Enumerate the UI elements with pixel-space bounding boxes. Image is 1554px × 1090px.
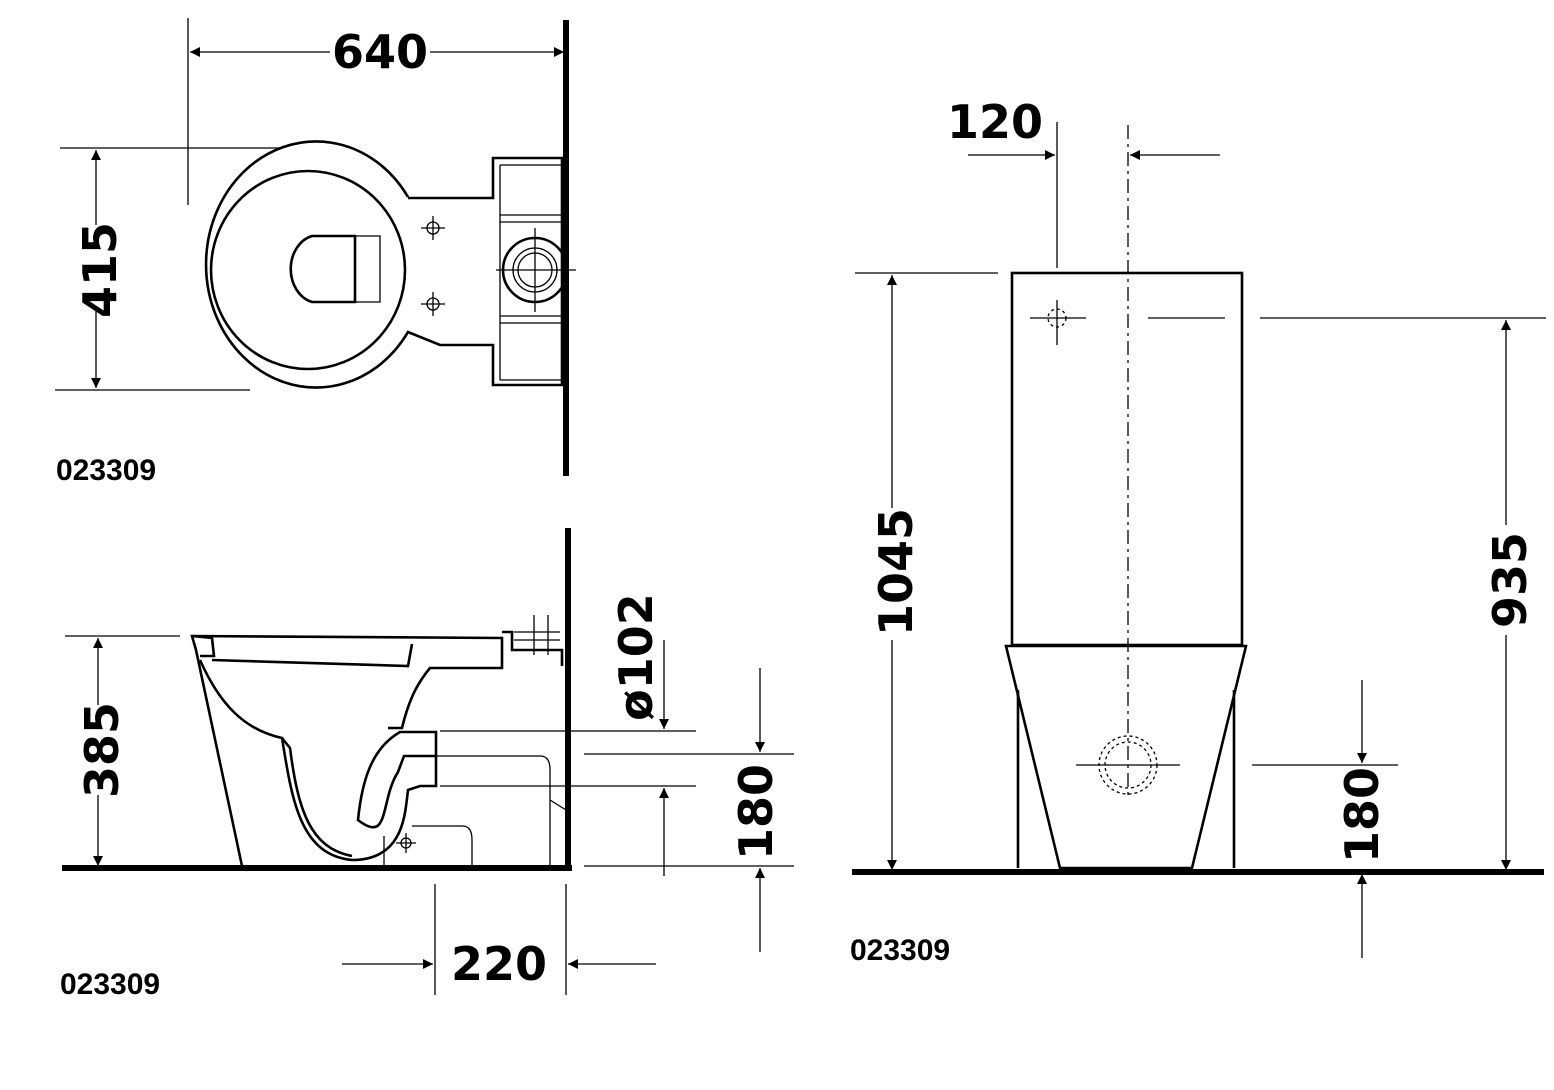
bowl-body — [190, 634, 504, 867]
front-view: 120 1045 935 180 023309 — [850, 95, 1546, 967]
dimension-depth-415: 415 — [73, 222, 127, 318]
trap-outline — [198, 659, 438, 862]
dimension-diameter-102: ø102 — [609, 593, 663, 721]
top-view: 640 415 023309 — [55, 18, 576, 487]
article-code: 023309 — [60, 968, 160, 1001]
dimension-height-385: 385 — [75, 702, 129, 798]
bowl-opening-flange — [355, 235, 381, 303]
dimension-offset-120: 120 — [947, 95, 1043, 149]
dimension-offset-220: 220 — [451, 937, 547, 991]
dimension-height-1045: 1045 — [869, 508, 923, 636]
side-view: 385 ø102 180 — [60, 528, 794, 1001]
article-code: 023309 — [56, 454, 156, 487]
article-code: 023309 — [850, 934, 950, 967]
dimension-inlet-935: 935 — [1483, 532, 1537, 628]
dimension-outlet-180: 180 — [1335, 767, 1389, 863]
bowl-opening — [289, 234, 357, 304]
pedestal-outline — [1004, 644, 1248, 870]
dimension-width-640: 640 — [332, 25, 428, 79]
cistern-outline — [1010, 271, 1244, 647]
bowl-inner-rim — [209, 169, 407, 371]
dimension-outlet-180: 180 — [729, 764, 783, 860]
bowl-outline — [204, 140, 564, 389]
